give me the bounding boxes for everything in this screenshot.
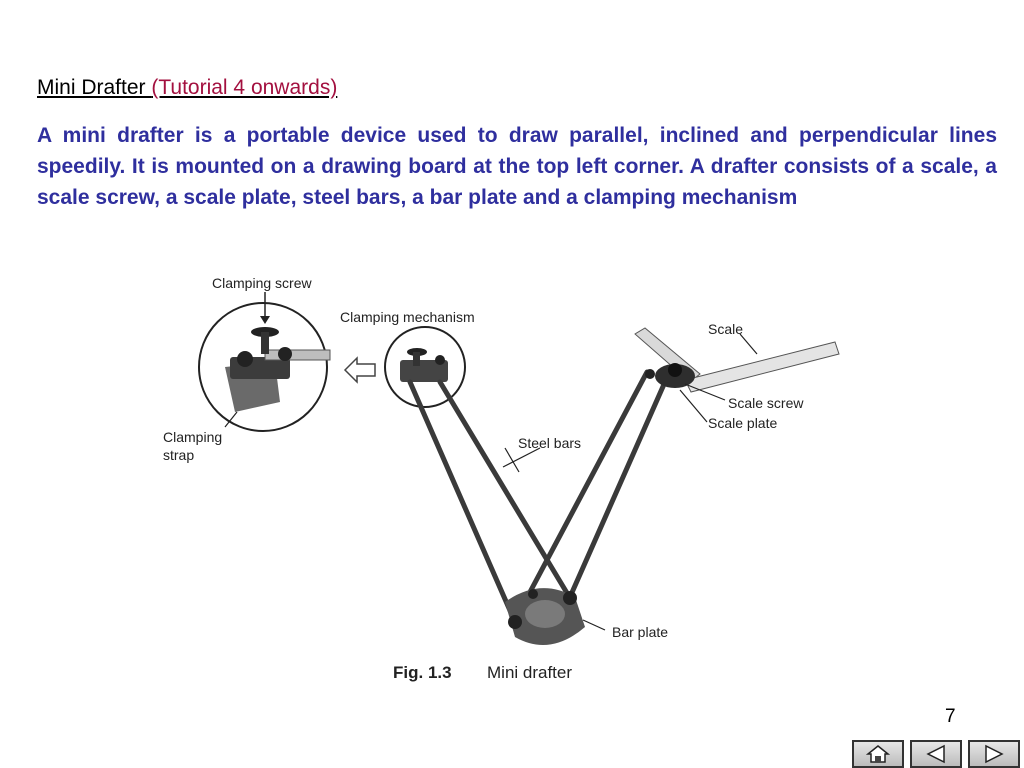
- label-clamping-strap-1: Clamping: [163, 429, 222, 445]
- label-clamping-mechanism: Clamping mechanism: [340, 309, 475, 325]
- leader-lines: [224, 333, 758, 631]
- home-icon: [866, 745, 890, 763]
- slide-title: Mini Drafter (Tutorial 4 onwards): [37, 76, 337, 100]
- page-number: 7: [945, 706, 956, 727]
- label-clamping-screw: Clamping screw: [212, 275, 312, 291]
- triangle-right-icon: [985, 744, 1004, 764]
- label-steel-bars: Steel bars: [518, 435, 581, 451]
- label-clamping-strap-2: strap: [163, 447, 194, 463]
- figure-caption-text: Mini drafter: [487, 663, 572, 682]
- figure-caption-number: Fig. 1.3: [393, 663, 452, 682]
- slide-title-main: Mini Drafter: [37, 76, 152, 99]
- steel-bars-drawing: [407, 369, 668, 625]
- bar-plate-drawing: [505, 588, 585, 645]
- previous-button[interactable]: [910, 740, 962, 768]
- slide-title-sub: (Tutorial 4 onwards): [151, 76, 338, 99]
- inset-arrow: [343, 356, 376, 384]
- mini-drafter-figure: Clamping screw Clamping mechanism Clampi…: [155, 262, 855, 692]
- home-button[interactable]: [852, 740, 904, 768]
- next-button[interactable]: [968, 740, 1020, 768]
- label-scale-screw: Scale screw: [728, 395, 804, 411]
- label-bar-plate: Bar plate: [612, 624, 668, 640]
- label-scale: Scale: [708, 321, 743, 337]
- slide-navigation: [852, 740, 1020, 768]
- triangle-left-icon: [926, 744, 945, 764]
- clamping-mechanism-drawing: [384, 326, 466, 408]
- scale-drawing: [634, 327, 840, 393]
- description-paragraph: A mini drafter is a portable device used…: [37, 124, 997, 209]
- clamp-detail-inset: [198, 292, 331, 432]
- label-scale-plate: Scale plate: [708, 415, 777, 431]
